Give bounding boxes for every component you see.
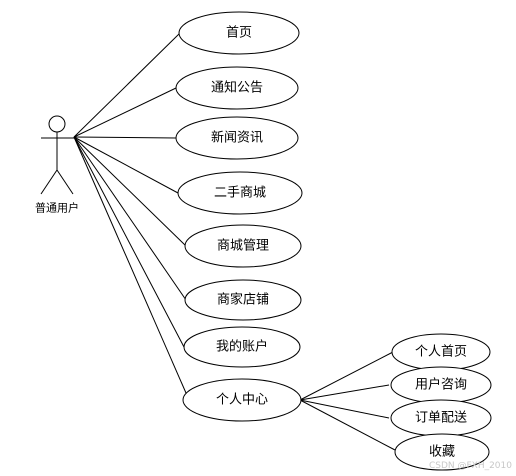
use-case-news-label: 新闻资讯 — [211, 130, 263, 146]
use-case-home: 首页 — [178, 11, 300, 55]
sub-use-case-personal-home: 个人首页 — [391, 333, 491, 371]
assoc-second-hand — [73, 136, 179, 194]
use-case-notice: 通知公告 — [175, 66, 299, 110]
assoc-merchant-store — [73, 136, 187, 301]
use-case-personal-center: 个人中心 — [182, 378, 302, 422]
actor-right-leg — [56, 169, 74, 195]
sub-associations — [299, 351, 396, 451]
use-case-merchant-store-label: 商家店铺 — [217, 292, 269, 308]
sub-use-case-user-consult: 用户咨询 — [390, 366, 492, 404]
sub-use-case-order-delivery-label: 订单配送 — [415, 411, 467, 426]
actor-figure — [40, 115, 74, 195]
assoc-order-delivery — [299, 399, 390, 419]
actor-label: 普通用户 — [35, 201, 79, 215]
assoc-personal-center — [73, 136, 187, 394]
sub-use-case-order-delivery: 订单配送 — [390, 399, 492, 437]
actor-head — [48, 115, 66, 133]
use-case-notice-label: 通知公告 — [211, 80, 263, 96]
use-case-mall-manage-label: 商城管理 — [217, 239, 269, 254]
sub-use-case-favorites-label: 收藏 — [429, 445, 455, 460]
assoc-mall-manage — [73, 136, 187, 247]
use-case-my-account: 我的账户 — [183, 326, 301, 368]
assoc-home — [73, 32, 181, 138]
actor-left-leg — [40, 169, 58, 195]
actor-associations — [73, 32, 187, 394]
use-case-my-account-label: 我的账户 — [216, 339, 268, 355]
assoc-notice — [73, 87, 177, 138]
assoc-user-consult — [299, 384, 390, 401]
sub-use-case-personal-home-label: 个人首页 — [415, 345, 467, 360]
sub-use-case-favorites: 收藏 — [394, 433, 490, 471]
assoc-my-account — [73, 136, 185, 348]
assoc-favorites — [299, 399, 396, 451]
use-case-news: 新闻资讯 — [175, 116, 299, 160]
use-case-second-hand: 二手商城 — [177, 171, 303, 215]
sub-use-case-user-consult-label: 用户咨询 — [415, 377, 467, 393]
use-case-second-hand-label: 二手商城 — [214, 186, 266, 201]
use-case-mall-manage: 商城管理 — [184, 224, 302, 268]
use-case-personal-center-label: 个人中心 — [216, 393, 268, 408]
assoc-news — [73, 136, 177, 139]
watermark: CSDN @FXH_2010 — [429, 461, 512, 471]
use-case-home-label: 首页 — [226, 26, 252, 41]
assoc-personal-home — [299, 351, 394, 401]
use-case-merchant-store: 商家店铺 — [184, 279, 302, 321]
